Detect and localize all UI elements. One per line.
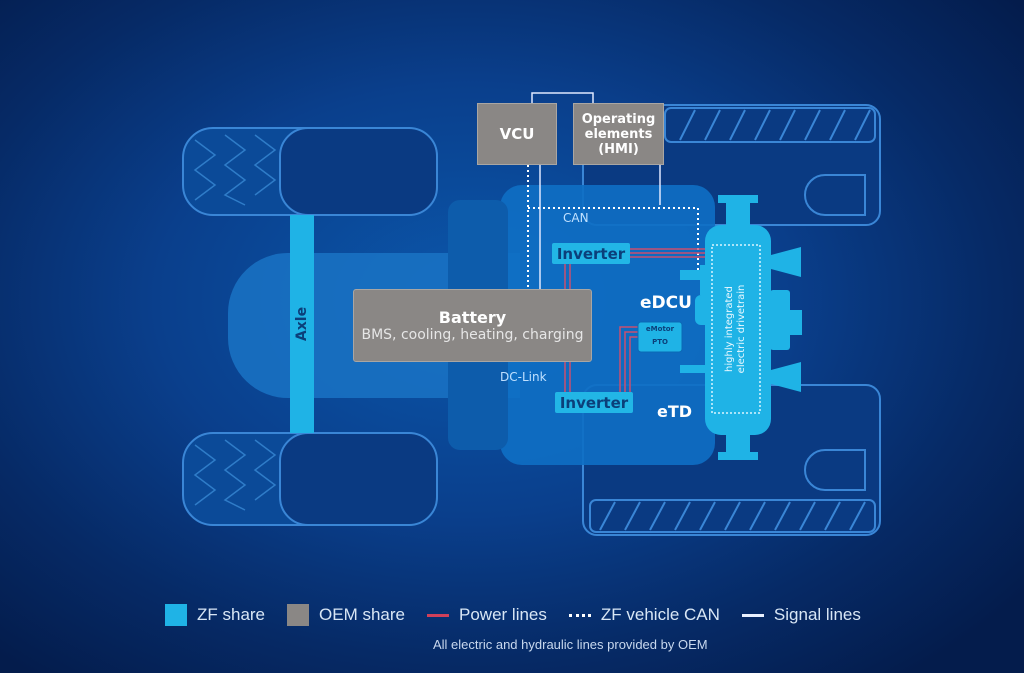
- signal-line-swatch: [741, 613, 764, 617]
- drivetrain-label-1: highly integrated: [724, 286, 735, 372]
- legend-label: OEM share: [319, 605, 406, 624]
- axle-bar: [290, 215, 314, 433]
- hmi-label-1: Operating: [581, 111, 656, 127]
- battery-title: Battery: [438, 308, 507, 327]
- hmi-label-2: elements: [584, 126, 653, 142]
- inverter-top: Inverter: [552, 243, 630, 264]
- legend-power-lines: Power lines: [427, 605, 547, 625]
- drivetrain-outline: [711, 244, 761, 414]
- legend-can: ZF vehicle CAN: [568, 605, 720, 625]
- emotor-label: eMotor: [645, 325, 675, 333]
- vcu-box: VCU: [477, 103, 557, 165]
- front-tire-top: [182, 127, 438, 216]
- footnote: All electric and hydraulic lines provide…: [433, 637, 708, 652]
- front-tire-bottom: [182, 432, 438, 526]
- can-line: [527, 165, 699, 290]
- can-label: CAN: [563, 211, 589, 225]
- inverter-bottom: Inverter: [555, 392, 633, 413]
- drivetrain-label: highly integrated electric drivetrain: [724, 285, 748, 374]
- battery-subtitle: BMS, cooling, heating, charging: [361, 327, 584, 343]
- battery-box: Battery BMS, cooling, heating, charging: [353, 289, 592, 362]
- drivetrain-label-2: electric drivetrain: [736, 284, 747, 374]
- legend-label: Power lines: [459, 605, 547, 624]
- dc-link-label: DC-Link: [500, 370, 547, 384]
- vcu-label: VCU: [499, 125, 535, 143]
- legend-zf-share: ZF share: [165, 604, 265, 626]
- legend-label: ZF vehicle CAN: [600, 605, 720, 624]
- emotor-pto-label: eMotor PTO: [638, 323, 682, 349]
- can-swatch: [568, 613, 591, 617]
- legend: ZF share OEM share Power lines ZF vehicl…: [165, 604, 883, 626]
- legend-label: ZF share: [197, 605, 266, 624]
- pto-label: PTO: [652, 338, 668, 346]
- legend-oem-share: OEM share: [287, 604, 405, 626]
- legend-signal-lines: Signal lines: [741, 605, 861, 625]
- axle-label: Axle: [294, 306, 310, 342]
- oem-swatch: [287, 604, 310, 626]
- etd-label: eTD: [657, 402, 693, 421]
- hmi-label-3: (HMI): [598, 141, 639, 157]
- zf-swatch: [165, 604, 187, 626]
- drivetrain: [637, 195, 802, 460]
- hmi-box: Operating elements (HMI): [573, 103, 664, 165]
- edcu-label: eDCU: [640, 293, 692, 313]
- power-line-swatch: [427, 613, 450, 617]
- legend-label: Signal lines: [773, 605, 861, 624]
